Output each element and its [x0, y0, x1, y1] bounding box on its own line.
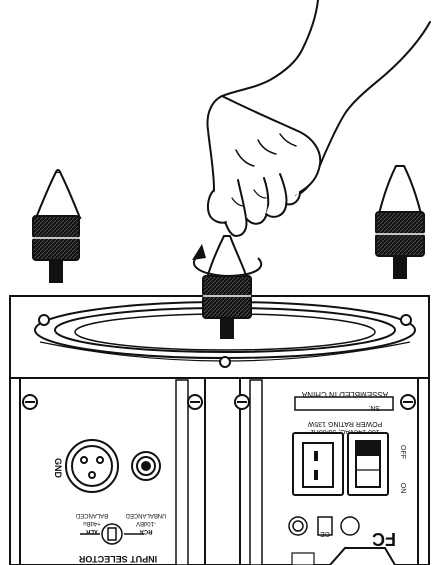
switch-off-label: OFF: [399, 445, 406, 459]
serial-box: [294, 396, 394, 411]
hand-illustration: [206, 0, 431, 237]
spike-foot-left: [32, 169, 82, 283]
spike-foot-right: [375, 165, 425, 279]
ce-mark: CE: [320, 530, 330, 537]
fuse-holder: [291, 547, 396, 565]
panel-screws: [22, 394, 416, 410]
power-inlet: [292, 432, 344, 496]
xlr-input-jack: [65, 439, 119, 493]
input-selector-label: INPUT SELECTOR: [78, 554, 157, 564]
spike-foot-center: [202, 235, 252, 339]
compliance-marks: [288, 516, 360, 536]
power-switch: [347, 432, 389, 496]
rca-label: RCA: [139, 528, 153, 534]
serial-label: SN:: [368, 404, 380, 411]
gnd-label: GND: [53, 458, 63, 479]
fcc-mark: FC: [372, 529, 396, 549]
xlr-level-label: +4dBu: [83, 520, 101, 526]
input-selector-switch: [80, 523, 144, 545]
xlr-label: XLR: [85, 528, 98, 534]
rca-sub-label: UNBALANCED: [125, 512, 167, 518]
switch-on-label: ON: [399, 483, 406, 494]
voltage-label: 100-240VAC, 50/60Hz: [310, 428, 380, 435]
rotation-arrow-icon: [192, 244, 263, 278]
xlr-sub-label: BALANCED: [75, 512, 108, 518]
rear-panel-labels: ASSEMBLED IN CHINA SN: 100-240VAC, 50/60…: [294, 390, 394, 435]
rca-input-jack: [131, 451, 161, 481]
power-rating-label: POWER RATING 135W: [307, 420, 382, 427]
rca-level-label: -10dBV: [136, 520, 156, 526]
assembled-label: ASSEMBLED IN CHINA: [301, 390, 388, 399]
